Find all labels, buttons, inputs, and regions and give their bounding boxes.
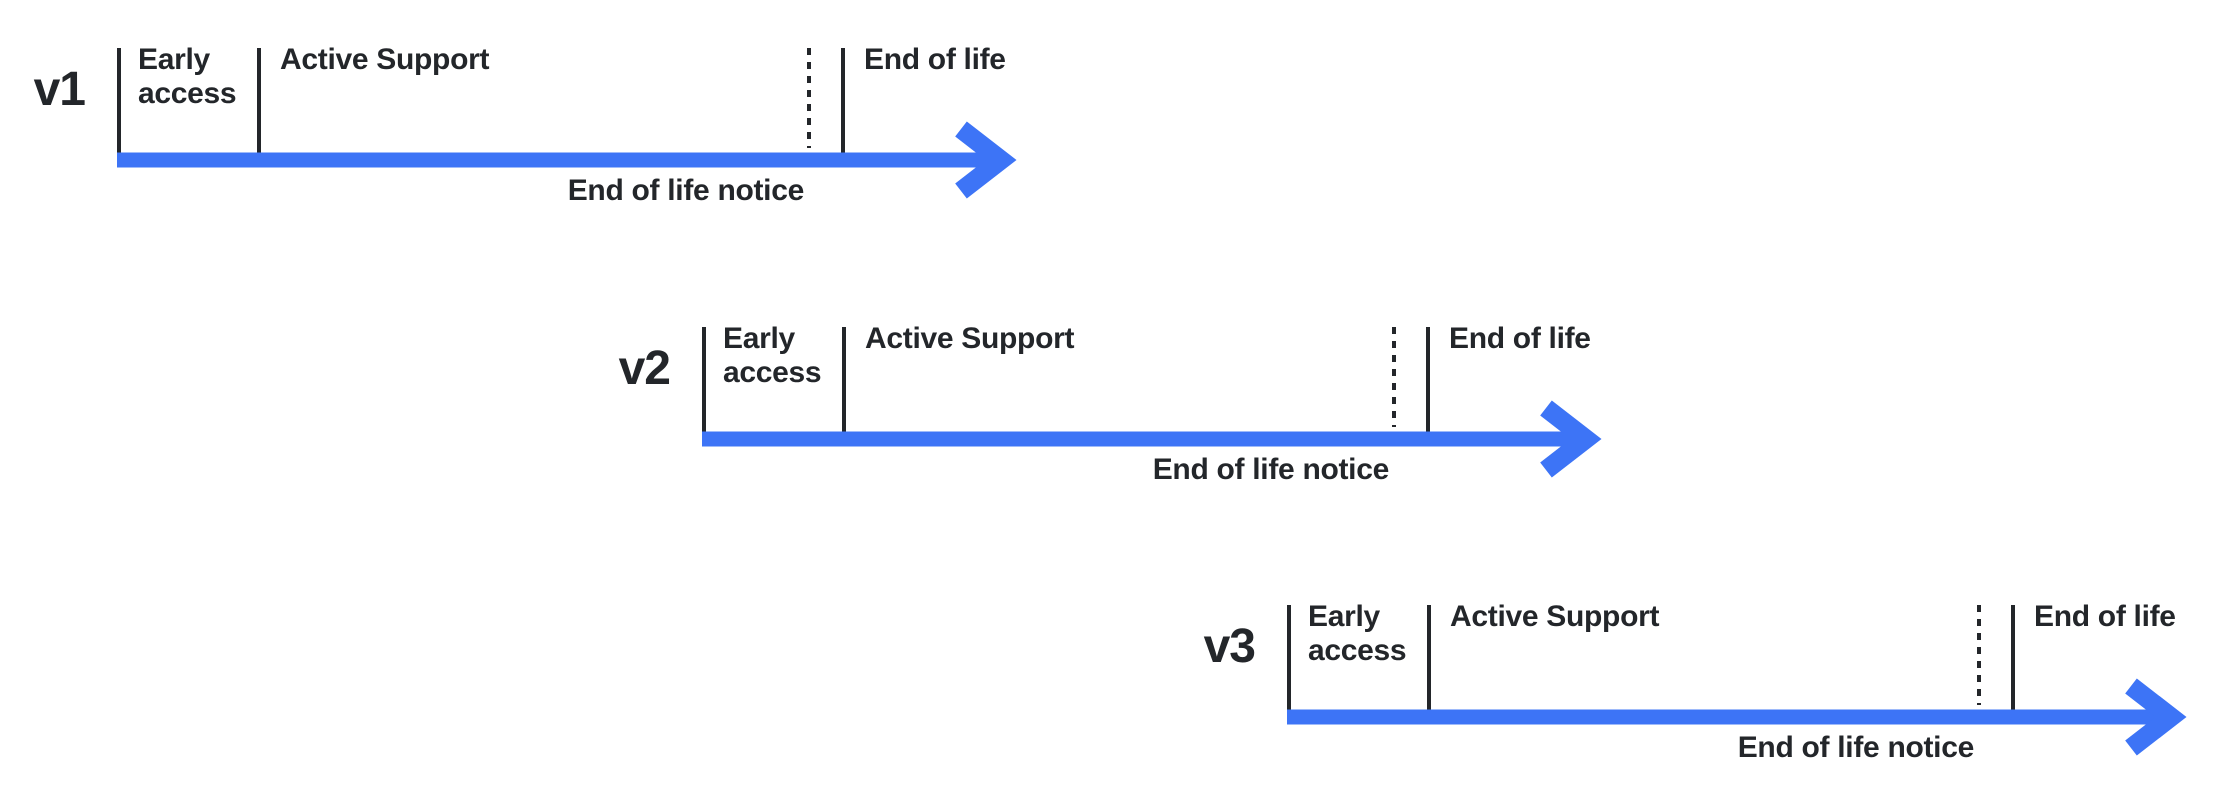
end-of-life-tick: [1426, 327, 1430, 432]
early-access-label: Early access: [723, 322, 822, 389]
eol-notice-label: End of life notice: [1737, 731, 1975, 764]
version-label-v1: v1: [33, 63, 86, 116]
timeline-arrow-icon: [117, 121, 1017, 199]
early-access-label: Early access: [1308, 600, 1407, 667]
version-label-v2: v2: [618, 342, 671, 395]
active-support-label: Active Support: [865, 322, 1075, 355]
early-access-start-tick: [1287, 605, 1291, 710]
timeline-arrow-icon: [702, 400, 1602, 478]
timeline-arrow-icon: [1287, 678, 2187, 756]
eol-notice-dashed-line: [1392, 327, 1396, 427]
early-access-start-tick: [702, 327, 706, 432]
active-support-start-tick: [1427, 605, 1431, 710]
end-of-life-label: End of life: [2034, 600, 2176, 633]
end-of-life-label: End of life: [864, 43, 1006, 76]
eol-notice-label: End of life notice: [567, 174, 805, 207]
early-access-label: Early access: [138, 43, 237, 110]
active-support-label: Active Support: [280, 43, 490, 76]
end-of-life-tick: [841, 48, 845, 153]
active-support-start-tick: [257, 48, 261, 153]
active-support-label: Active Support: [1450, 600, 1660, 633]
version-label-v3: v3: [1203, 620, 1256, 673]
eol-notice-label: End of life notice: [1152, 453, 1390, 486]
end-of-life-tick: [2011, 605, 2015, 710]
eol-notice-dashed-line: [807, 48, 811, 148]
end-of-life-label: End of life: [1449, 322, 1591, 355]
active-support-start-tick: [842, 327, 846, 432]
eol-notice-dashed-line: [1977, 605, 1981, 705]
early-access-start-tick: [117, 48, 121, 153]
